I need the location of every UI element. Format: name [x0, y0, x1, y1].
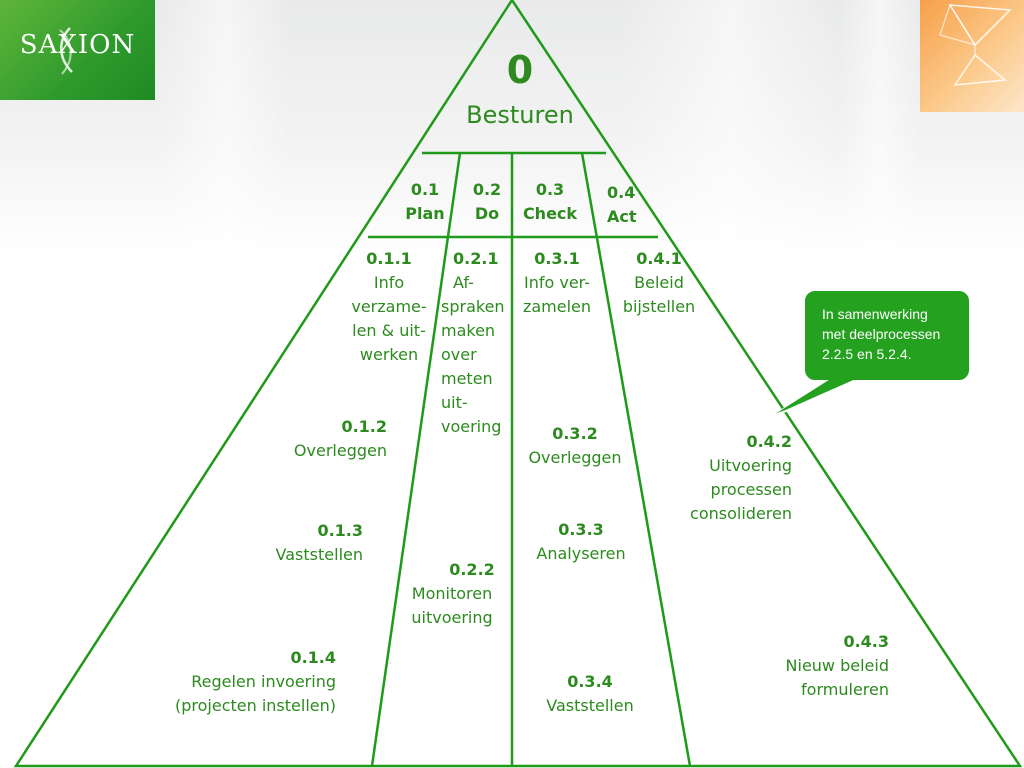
top-title: Besturen [466, 101, 574, 129]
step-text: Vaststellen [275, 545, 363, 564]
callout-line: met deelprocessen [822, 326, 941, 342]
step-0-1-2: 0.1.2 Overleggen [240, 415, 387, 463]
step-0-1-4: 0.1.4 Regelen invoering (projecten inste… [120, 646, 336, 718]
step-number: 0.2.1 [453, 249, 499, 268]
step-text: uitvoering [411, 608, 493, 627]
step-0-3-3: 0.3.3 Analyseren [526, 518, 636, 566]
step-text: bijstellen [622, 297, 696, 316]
step-number: 0.3.2 [552, 424, 598, 443]
step-number: 0.3.4 [567, 672, 613, 691]
phase-name: Do [474, 204, 500, 223]
callout-box [803, 289, 971, 382]
step-0-4-2: 0.4.2 Uitvoering processen consolideren [660, 430, 792, 526]
logo-swoosh-icon [59, 27, 73, 75]
step-text: Monitoren [411, 584, 493, 603]
step-0-3-1: 0.3.1 Info ver- zamelen [515, 247, 599, 319]
step-number: 0.4.3 [843, 632, 889, 651]
step-text: Overleggen [528, 448, 622, 467]
step-0-3-4: 0.3.4 Vaststellen [535, 670, 645, 718]
step-text: meten [441, 369, 493, 388]
step-number: 0.4.2 [746, 432, 792, 451]
step-0-4-1: 0.4.1 Beleid bijstellen [612, 247, 706, 319]
step-text: Regelen invoering [191, 672, 336, 691]
step-number: 0.3.3 [558, 520, 604, 539]
step-text: Analyseren [536, 544, 626, 563]
callout-pointer [769, 377, 861, 419]
phase-check: 0.3 Check [515, 178, 585, 226]
step-number: 0.4.1 [636, 249, 682, 268]
background-panel [160, 0, 290, 260]
step-0-1-1: 0.1.1 Info verzame- len & uit- werken [322, 247, 456, 367]
step-text: Beleid [634, 273, 684, 292]
step-text: Info [373, 273, 405, 292]
step-text: spraken [441, 297, 505, 316]
step-number: 0.1.4 [290, 648, 336, 667]
step-text: voering [441, 417, 502, 436]
phase-number: 0.4 [607, 183, 636, 202]
step-text: formuleren [801, 680, 889, 699]
logo-text: SAXION [19, 30, 136, 60]
step-text: Info ver- [523, 273, 590, 292]
step-text: zamelen [522, 297, 592, 316]
saxion-logo: SAXION [0, 0, 155, 100]
phase-act: 0.4 Act [607, 181, 657, 229]
phase-plan: 0.1 Plan [395, 178, 455, 226]
step-text: processen [710, 480, 792, 499]
phase-name: Plan [405, 204, 445, 223]
step-text: verzame- [351, 297, 427, 316]
step-text: maken [441, 321, 496, 340]
callout-text: In samenwerking met deelprocessen 2.2.5 … [822, 304, 940, 364]
phase-name: Check [522, 204, 578, 223]
callout-line: In samenwerking [822, 306, 928, 322]
step-text: Vaststellen [546, 696, 634, 715]
step-0-4-3: 0.4.3 Nieuw beleid formuleren [750, 630, 889, 702]
step-text: Nieuw beleid [785, 656, 889, 675]
phase-do: 0.2 Do [462, 178, 512, 226]
step-text: over [441, 345, 477, 364]
step-text: consolideren [690, 504, 792, 523]
step-text: werken [359, 345, 419, 364]
phase-number: 0.2 [472, 180, 502, 199]
phase-number: 0.1 [410, 180, 440, 199]
step-number: 0.2.2 [449, 560, 495, 579]
divider-check-act [580, 152, 692, 767]
pyramid-outline [13, 0, 1023, 768]
step-number: 0.1.2 [341, 417, 387, 436]
step-text: Uitvoering [709, 456, 792, 475]
decorative-corner-graphic [920, 0, 1024, 112]
step-0-3-2: 0.3.2 Overleggen [520, 422, 630, 470]
step-0-1-3: 0.1.3 Vaststellen [220, 519, 363, 567]
step-text: Overleggen [293, 441, 387, 460]
step-number: 0.3.1 [534, 249, 580, 268]
step-text: uit- [441, 393, 468, 412]
step-text: (projecten instellen) [175, 696, 336, 715]
step-number: 0.1.1 [366, 249, 412, 268]
background-panel [840, 0, 920, 260]
divider-plan-do [370, 152, 462, 767]
step-text: Af- [453, 273, 474, 292]
step-0-2-1: 0.2.1 Af- spraken maken over meten uit- … [441, 247, 511, 439]
step-text: len & uit- [352, 321, 426, 340]
pyramid-outline-icon [939, 3, 1012, 86]
phase-name: Act [607, 207, 637, 226]
callout-line: 2.2.5 en 5.2.4. [822, 346, 912, 362]
step-0-2-2: 0.2.2 Monitoren uitvoering [400, 558, 504, 630]
top-number: 0 [506, 48, 534, 92]
phase-number: 0.3 [535, 180, 565, 199]
step-number: 0.1.3 [317, 521, 363, 540]
